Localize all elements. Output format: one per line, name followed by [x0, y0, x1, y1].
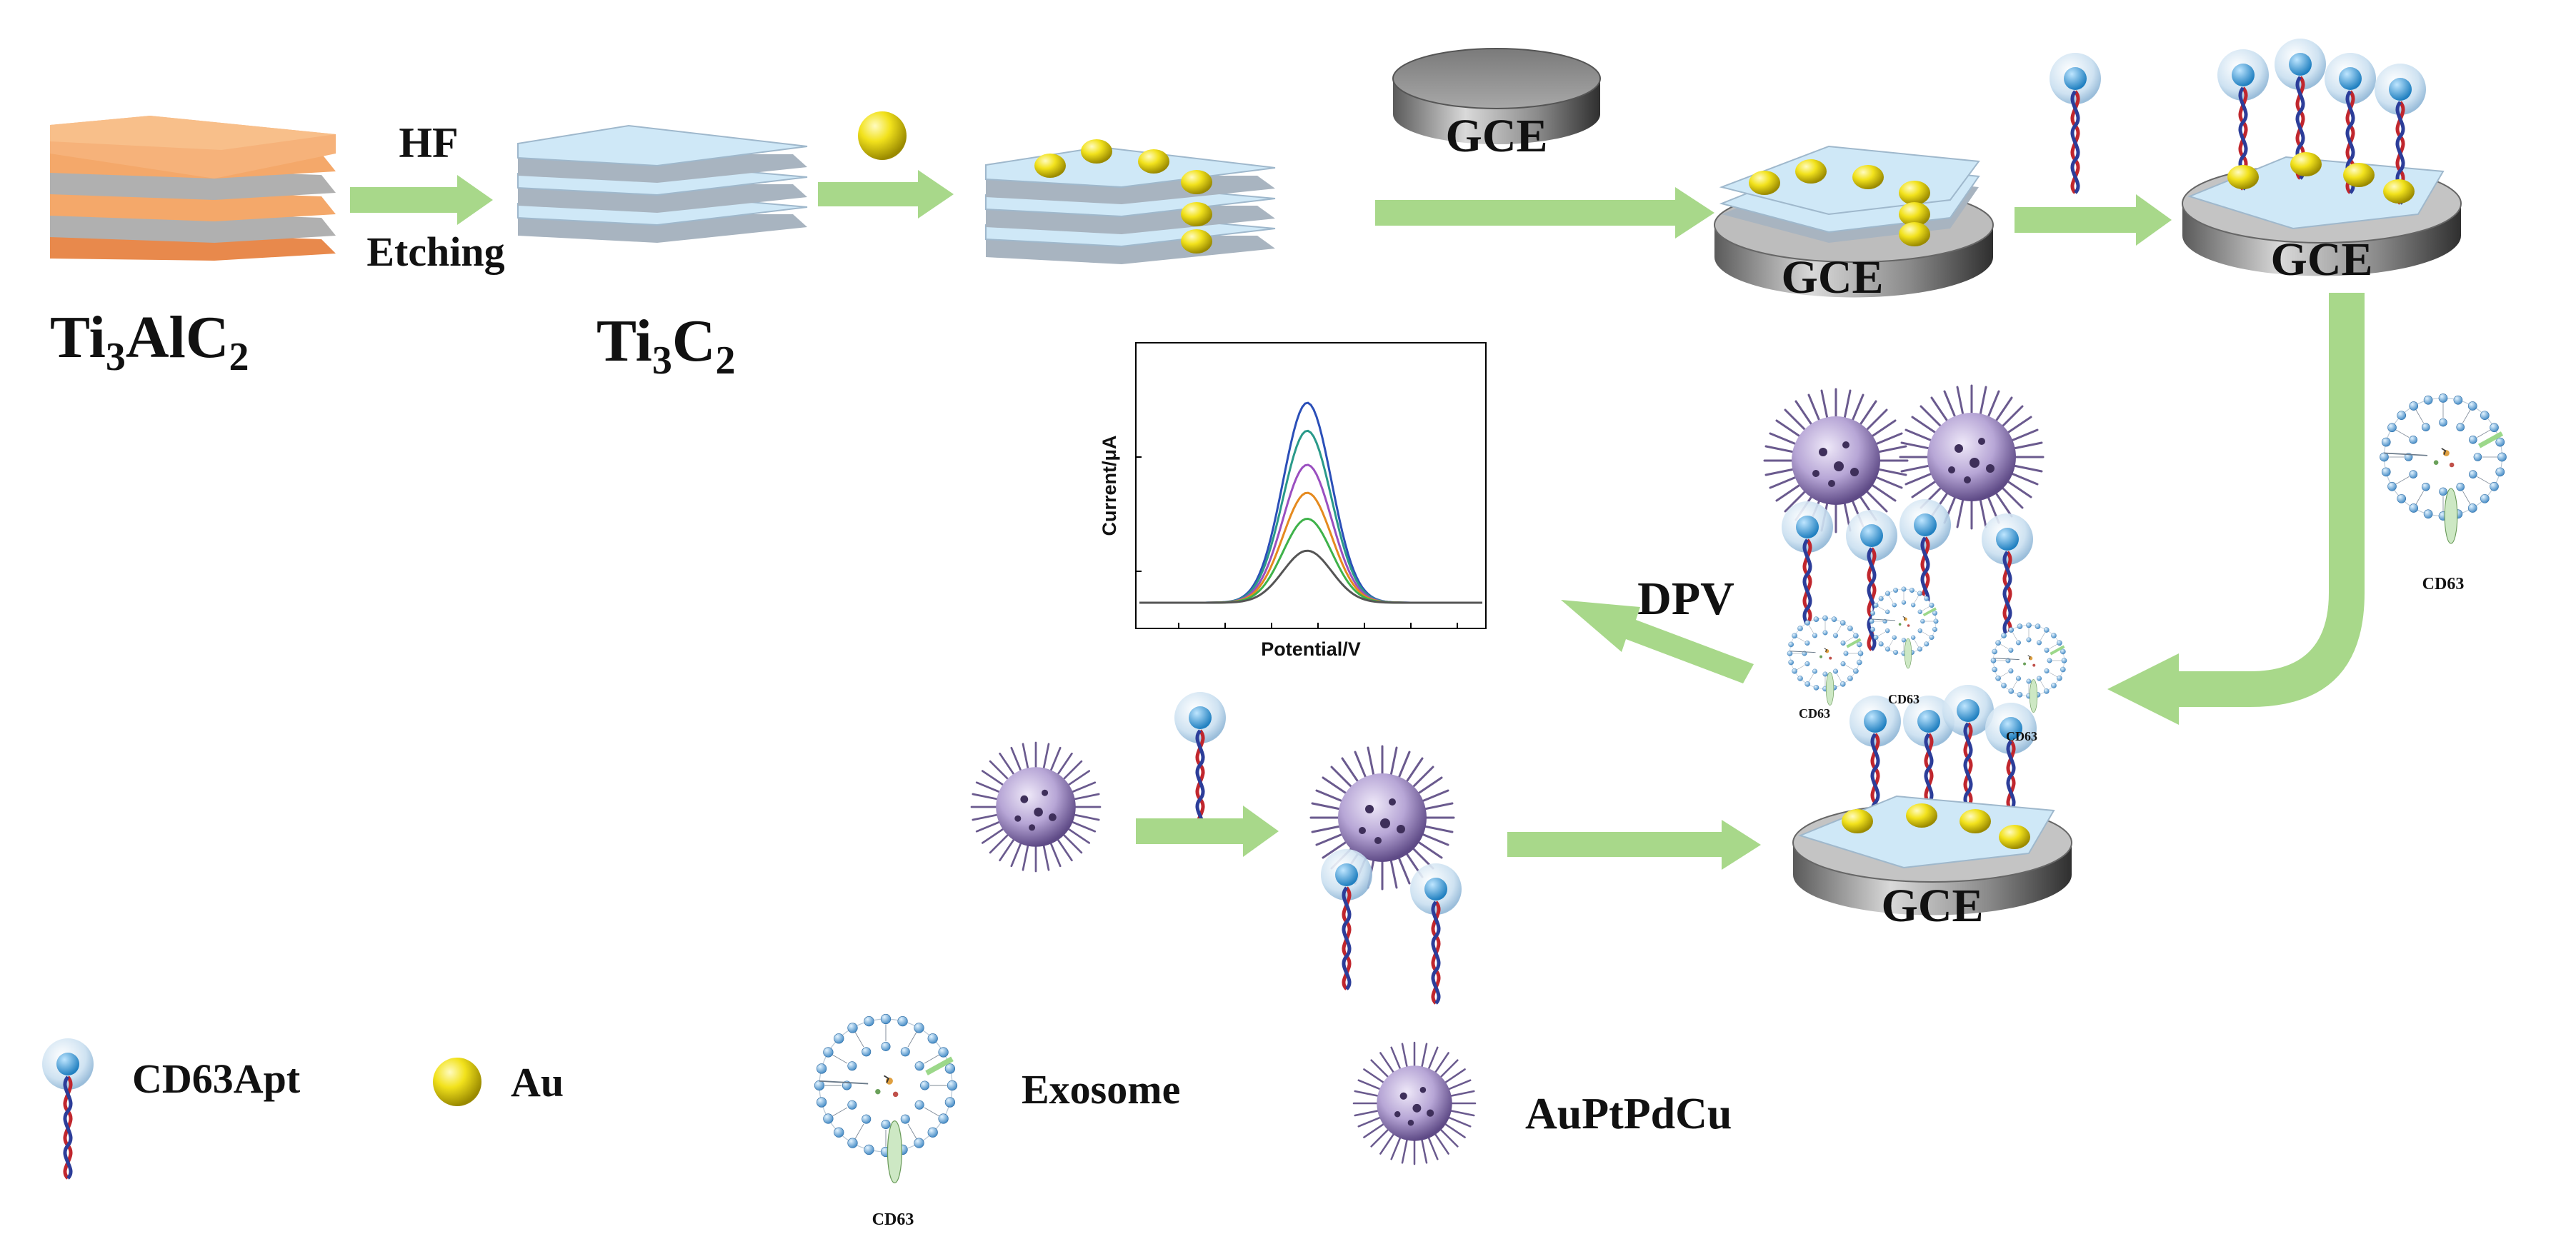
bare-gce-electrode: [1392, 48, 1601, 144]
gce-label-sensing: GCE: [1881, 880, 1983, 932]
cd63-side-label: CD63: [2422, 575, 2465, 593]
legend-cd63apt-icon: [42, 1038, 94, 1178]
auptpdcu-nanozyme: [970, 741, 1102, 873]
gce-label-bare: GCE: [1445, 110, 1547, 162]
dpv-curve: [1139, 517, 1482, 604]
apt-gce-electrode: [2182, 39, 2462, 276]
ti3c2-sheets: [517, 124, 808, 243]
gce-label-modified: GCE: [1781, 251, 1883, 304]
au-ti3c2-sheets: [985, 139, 1276, 264]
cd63apt-probe-icon: [2050, 53, 2101, 193]
dpv-arrow: [1561, 600, 1754, 683]
legend-auptpdcu-icon: [1352, 1041, 1477, 1165]
gce-label-apt: GCE: [2270, 234, 2372, 286]
legend-exosome-cd63: CD63: [872, 1210, 914, 1229]
dpv-ylabel: Current/μA: [1099, 435, 1120, 536]
legend-exosome-icon: [814, 1014, 957, 1183]
legend-cd63apt-label: CD63Apt: [132, 1055, 301, 1102]
dpv-curve: [1139, 549, 1482, 604]
dpv-label: DPV: [1637, 573, 1734, 625]
cd63-marker-1: CD63: [1799, 706, 1830, 721]
au-ti3c2-gce-electrode: [1714, 145, 1994, 298]
dpv-curves: [1139, 401, 1482, 604]
au-loading-arrow: [818, 170, 954, 219]
conjugation-arrow: [1136, 806, 1279, 857]
hf-label: HF: [399, 119, 458, 166]
apt-nanozyme-conjugate: [1309, 745, 1462, 1003]
dpv-xlabel: Potential/V: [1261, 638, 1361, 660]
exosome-capture-arrow: [2107, 293, 2365, 725]
etching-label: Etching: [366, 229, 504, 275]
modify-gce-arrow: [1375, 187, 1714, 239]
legend-au-label: Au: [511, 1059, 564, 1105]
legend: CD63Apt Au CD63 Exosome AuPtPdCu: [42, 1014, 1732, 1229]
apt-incubation-arrow: [2015, 194, 2172, 246]
dpv-curve: [1139, 491, 1482, 604]
dpv-curve: [1139, 429, 1482, 604]
ti3c2-label: Ti3C2: [596, 308, 736, 383]
dpv-curve: [1139, 463, 1482, 604]
legend-exosome-label: Exosome: [1022, 1066, 1180, 1113]
binding-arrow: [1507, 820, 1761, 870]
ti3alc2-label: Ti3AlC2: [50, 304, 249, 379]
sensing-gce-electrode: [1792, 795, 2072, 916]
sandwich-assembly: CD63 CD63 CD63: [1763, 384, 2069, 843]
exosome-side-icon: [2380, 393, 2506, 543]
ti3alc2-stack: [50, 116, 336, 261]
legend-auptpdcu-label: AuPtPdCu: [1525, 1090, 1732, 1138]
cd63-marker-2: CD63: [1888, 692, 1919, 706]
cd63-marker-3: CD63: [2006, 729, 2037, 743]
legend-au-icon: [433, 1058, 481, 1106]
cd63apt-probe-free: [1174, 692, 1226, 832]
hf-arrow: [350, 175, 493, 225]
dpv-plot: Potential/V Current/μA: [1099, 342, 1487, 660]
au-particle-icon: [858, 111, 907, 160]
